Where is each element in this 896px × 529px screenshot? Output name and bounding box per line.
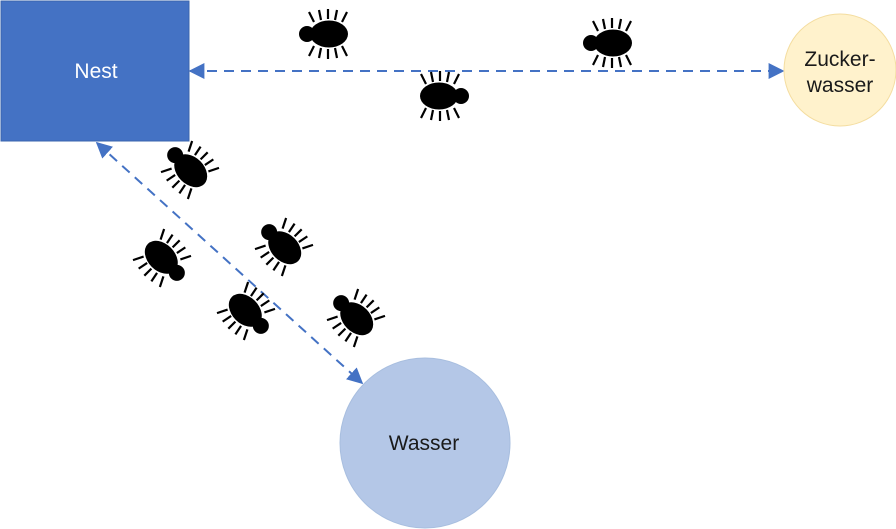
water-label: Wasser	[389, 432, 459, 455]
bug-icon	[418, 69, 471, 123]
nest-node: Nest	[0, 0, 190, 142]
nest-box	[0, 0, 190, 142]
sugar-water-node: Zucker- wasser	[783, 13, 896, 127]
nest-label: Nest	[74, 60, 117, 83]
water-node: Wasser	[339, 357, 511, 529]
bug-icon	[150, 130, 223, 203]
bug-icon	[129, 225, 202, 298]
sugar-water-circle	[783, 13, 896, 127]
bug-icon	[581, 16, 634, 70]
edge-nest-water	[95, 141, 364, 385]
bug-icon	[316, 278, 389, 351]
bug-icon	[213, 278, 286, 351]
bug-icon	[244, 207, 317, 280]
sugar-water-label-line2: wasser	[806, 74, 874, 97]
sugar-water-label-line1: Zucker-	[804, 48, 875, 71]
bug-icon	[297, 7, 350, 61]
water-circle	[339, 357, 511, 529]
